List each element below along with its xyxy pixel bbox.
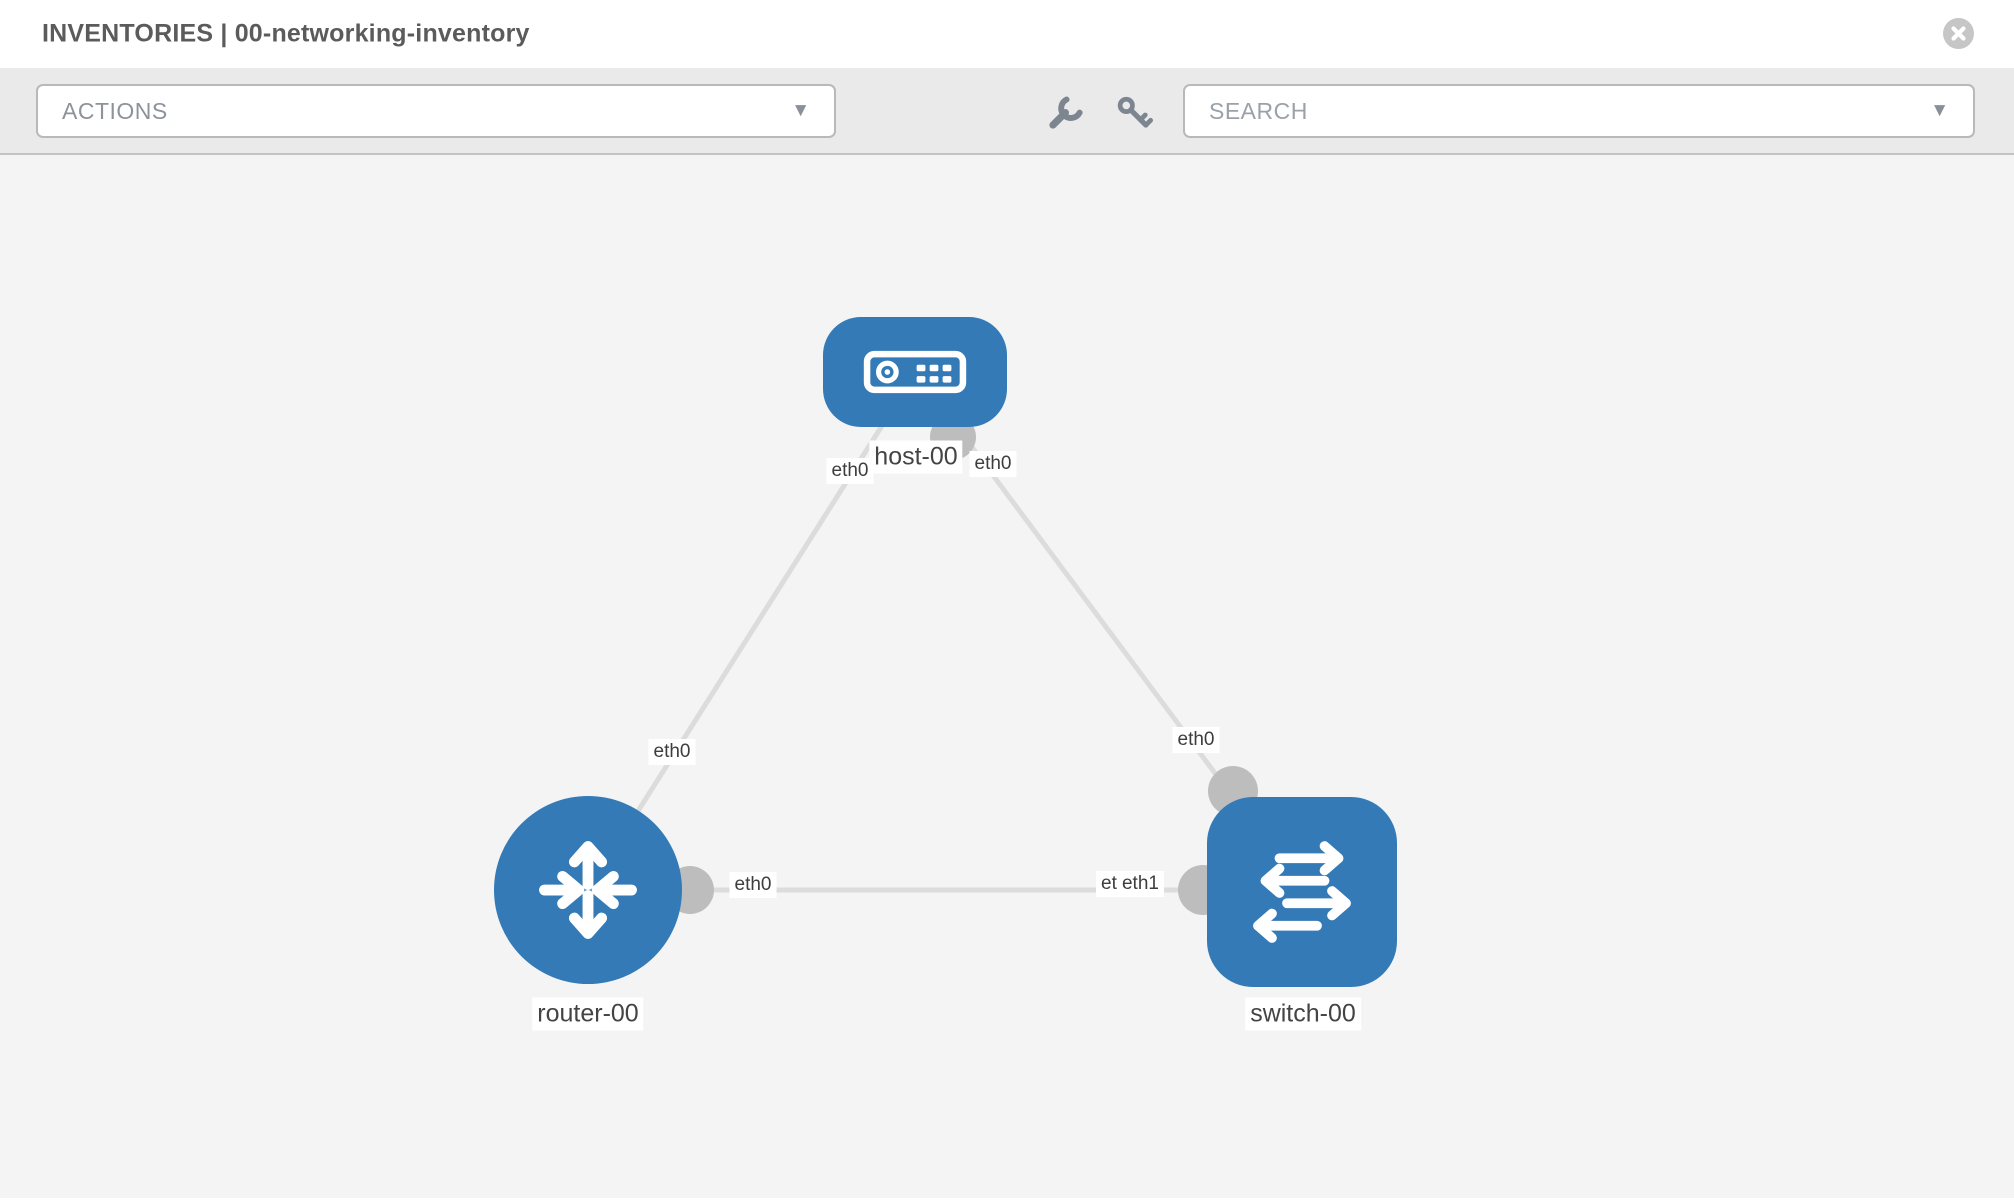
chevron-down-icon: ▼ [791,100,810,121]
interface-label-switch-overlap: eth0 eth1 [1096,871,1164,897]
close-button[interactable] [1943,18,1974,49]
actions-dropdown-label: ACTIONS [62,97,168,124]
topology-canvas[interactable]: host-00 router-00 switch-00 eth0 eth0 et… [0,155,2014,1198]
node-switch-00[interactable] [1207,797,1397,987]
interface-label-switch-link-mid: eth0 [1172,727,1220,753]
key-icon [1117,96,1153,128]
page-title: INVENTORIES | 00-networking-inventory [42,19,530,48]
node-host-00[interactable] [823,317,1007,427]
close-icon [1951,26,1966,41]
interface-label-switch-eth1: eth1 [1116,871,1164,897]
interface-label-router-right: eth0 [729,872,777,898]
interface-label-host-right: eth0 [969,451,1017,477]
router-icon [539,841,637,939]
page-header: INVENTORIES | 00-networking-inventory [0,0,2014,68]
actions-dropdown[interactable]: ACTIONS ▼ [36,84,836,138]
interface-label-router-link-mid: eth0 [648,739,696,765]
interface-label-host-left: eth0 [826,458,874,484]
node-label-host: host-00 [869,440,963,474]
switch-icon [1253,841,1351,943]
search-dropdown[interactable]: ▼ [1183,84,1975,138]
node-label-switch: switch-00 [1245,997,1361,1031]
toolbar: ACTIONS ▼ ▼ [0,68,2014,155]
wrench-icon [1049,96,1083,129]
topology-links-layer [585,370,1305,915]
credentials-button[interactable] [1112,92,1156,132]
node-router-00[interactable] [494,796,682,984]
search-input[interactable] [1209,97,1931,125]
host-icon [863,350,967,394]
tools-button[interactable] [1044,92,1088,132]
node-label-router: router-00 [532,997,644,1031]
chevron-down-icon: ▼ [1930,100,1949,121]
